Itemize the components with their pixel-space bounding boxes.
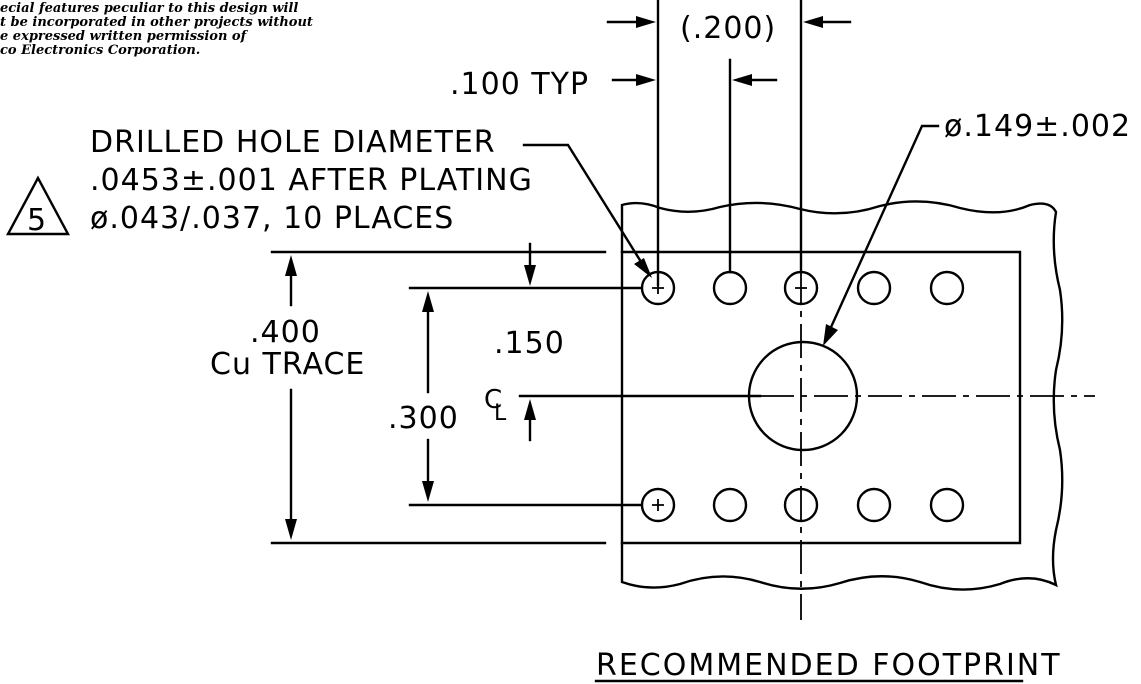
pad-hole	[640, 487, 676, 523]
large-hole-leader	[825, 124, 940, 338]
arrow-head	[803, 16, 823, 28]
pad-hole	[712, 487, 748, 523]
arrow-head	[285, 519, 297, 540]
note-flag: 5	[5, 175, 71, 238]
pcb-breakout-outline	[620, 200, 1064, 591]
note-flag-number: 5	[27, 203, 47, 238]
hole-callout-line3: ø.043/.037, 10 PLACES	[90, 201, 454, 236]
centerline-c: C	[484, 385, 503, 415]
centerline-symbol: C L CL	[484, 385, 507, 426]
pitch-typ-label: .100 TYP	[450, 67, 589, 102]
arrow-head	[636, 74, 656, 86]
pad-hole	[929, 270, 965, 306]
row-spacing-label: .300	[388, 401, 459, 436]
arrow-head	[422, 291, 434, 312]
notice-line-4: co Electronics Corporation.	[0, 43, 200, 58]
arrow-head	[634, 258, 652, 278]
hole-callout-line2: .0453±.001 AFTER PLATING	[90, 163, 533, 198]
footprint-title: RECOMMENDED FOOTPRINT	[596, 648, 1062, 683]
footer-title-block: RECOMMENDED FOOTPRINT	[594, 648, 1062, 683]
row-spacing-dimension: .300	[388, 286, 642, 507]
pad-center-mark	[652, 499, 664, 511]
proprietary-notice: ecial features peculiar to this design w…	[0, 1, 313, 58]
trace-name-label: Cu TRACE	[210, 347, 365, 382]
row-offset-dimension: .150	[494, 242, 565, 442]
large-hole-label: ø.149±.002	[944, 109, 1131, 144]
arrow-head	[636, 16, 656, 28]
arrow-head	[823, 324, 838, 346]
hole-callout-leader	[522, 143, 650, 275]
cu-trace-outline	[620, 250, 1022, 545]
large-hole-callout: ø.149±.002	[823, 109, 1131, 346]
arrow-head	[524, 399, 536, 420]
notice-line-2: t be incorporated in other projects with…	[0, 15, 313, 30]
note-triangle	[5, 175, 71, 236]
arrow-head	[732, 74, 752, 86]
pitch-ref-label: (.200)	[680, 11, 776, 46]
row-offset-label: .150	[494, 326, 565, 361]
notice-line-1: ecial features peculiar to this design w…	[0, 1, 298, 16]
pad-hole	[712, 270, 748, 306]
notice-line-3: e expressed written permission of	[0, 29, 249, 44]
hole-callout: DRILLED HOLE DIAMETER .0453±.001 AFTER P…	[90, 125, 652, 278]
pad-hole	[929, 487, 965, 523]
arrow-head	[422, 481, 434, 502]
arrow-head	[524, 265, 536, 286]
hole-callout-line1: DRILLED HOLE DIAMETER	[90, 125, 496, 160]
pad-hole	[856, 270, 892, 306]
trace-dimension: .400 Cu TRACE	[210, 250, 607, 545]
pad-hole	[856, 487, 892, 523]
centerline-l: L	[494, 401, 507, 426]
arrow-head	[285, 255, 297, 276]
trace-value-label: .400	[250, 315, 321, 350]
